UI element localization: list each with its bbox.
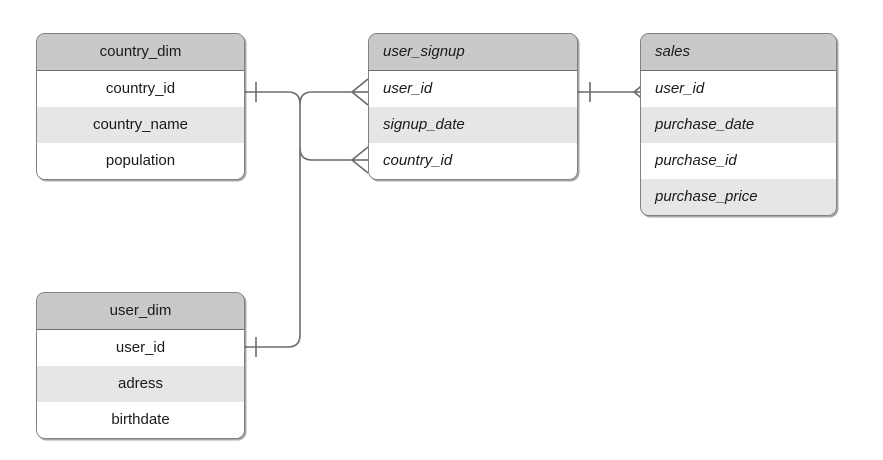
attribute-row[interactable]: user_id [369, 71, 577, 107]
entity-title-user-signup: user_signup [369, 34, 577, 71]
attribute-row[interactable]: country_id [369, 143, 577, 179]
attribute-row[interactable]: population [37, 143, 244, 179]
entity-title-sales: sales [641, 34, 836, 71]
connector-country-dim-to-user-signup [245, 91, 352, 161]
cardinality-many-user-signup-user-id [351, 78, 369, 106]
attribute-row[interactable]: country_id [37, 71, 244, 107]
cardinality-many-user-signup-country-id [351, 146, 369, 174]
connector-user-dim-to-user-signup [245, 148, 301, 348]
entity-user-dim[interactable]: user_dim user_id adress birthdate [36, 292, 245, 439]
entity-title-user-dim: user_dim [37, 293, 244, 330]
attribute-row[interactable]: adress [37, 366, 244, 402]
attribute-row[interactable]: user_id [37, 330, 244, 366]
attribute-row[interactable]: purchase_id [641, 143, 836, 179]
attribute-row[interactable]: signup_date [369, 107, 577, 143]
attribute-row[interactable]: purchase_price [641, 179, 836, 215]
entity-country-dim[interactable]: country_dim country_id country_name popu… [36, 33, 245, 180]
attribute-row[interactable]: purchase_date [641, 107, 836, 143]
entity-user-signup[interactable]: user_signup user_id signup_date country_… [368, 33, 578, 180]
entity-sales[interactable]: sales user_id purchase_date purchase_id … [640, 33, 837, 216]
attribute-row[interactable]: country_name [37, 107, 244, 143]
entity-title-country-dim: country_dim [37, 34, 244, 71]
attribute-row[interactable]: user_id [641, 71, 836, 107]
attribute-row[interactable]: birthdate [37, 402, 244, 438]
connector-junction-to-user-signup-user-id [299, 91, 352, 105]
